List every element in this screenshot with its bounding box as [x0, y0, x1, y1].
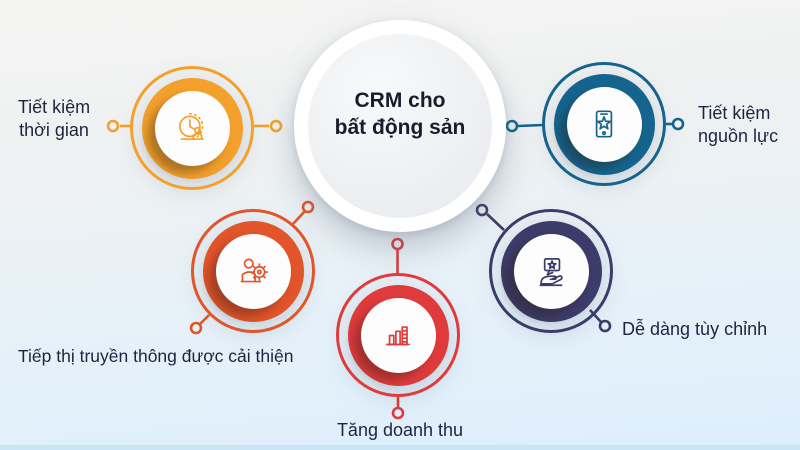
- clock-person-icon: [179, 112, 204, 140]
- label-save-resources: Tiết kiệm nguồn lực: [698, 102, 798, 148]
- connector-ring: [269, 119, 283, 133]
- node-save-time: [130, 66, 254, 190]
- node-ring: [202, 220, 304, 322]
- connector-ring: [475, 203, 489, 217]
- smartphone-star-icon: [595, 110, 613, 138]
- connector-ring: [598, 319, 612, 333]
- connector-ring: [106, 119, 120, 133]
- connector-line: [517, 123, 544, 128]
- label-line: Tiết kiệm: [698, 103, 771, 123]
- node-disc: [360, 297, 436, 373]
- label-line: Tiếp thị truyền thông được cải thiện: [18, 346, 294, 366]
- connector-line: [486, 213, 505, 231]
- node-increase-revenue: [336, 273, 460, 397]
- label-increase-revenue: Tăng doanh thu: [310, 419, 490, 442]
- label-save-time: Tiết kiệm thời gian: [2, 96, 106, 142]
- title-line: bất động sản: [334, 116, 466, 139]
- bar-chart-icon: [386, 326, 410, 346]
- connector-ring: [505, 119, 519, 133]
- bottom-accent-strip: [0, 445, 800, 450]
- node-improved-marketing: [191, 209, 315, 333]
- node-disc: [513, 233, 589, 309]
- node-easy-customize: [489, 209, 613, 333]
- label-line: thời gian: [19, 120, 89, 140]
- label-easy-customize: Dễ dàng tùy chỉnh: [622, 318, 797, 341]
- node-ring: [347, 284, 449, 386]
- label-line: Dễ dàng tùy chỉnh: [622, 319, 768, 339]
- connector-ring: [301, 200, 315, 214]
- node-save-resources: [542, 62, 666, 186]
- connector-line: [292, 210, 306, 225]
- node-ring: [500, 220, 602, 322]
- title-line: CRM cho: [354, 89, 446, 112]
- node-disc: [154, 90, 230, 166]
- connector-ring: [671, 117, 685, 131]
- connector-ring: [391, 406, 405, 420]
- center-node-inner: CRM cho bất động sản: [308, 34, 492, 218]
- connector-line: [199, 314, 210, 325]
- node-ring: [553, 73, 655, 175]
- connector-ring: [189, 321, 203, 335]
- node-ring: [141, 77, 243, 179]
- label-line: Tăng doanh thu: [336, 420, 464, 440]
- center-node: CRM cho bất động sản: [294, 20, 506, 232]
- label-line: Tiết kiệm: [17, 97, 91, 117]
- connector-ring: [391, 237, 404, 251]
- hand-star-icon: [539, 258, 563, 287]
- node-disc: [215, 233, 291, 309]
- diagram-title: CRM cho bất động sản: [335, 87, 466, 141]
- person-gear-icon: [240, 258, 269, 283]
- label-line: nguồn lực: [698, 126, 779, 146]
- node-disc: [566, 86, 642, 162]
- label-improved-marketing: Tiếp thị truyền thông được cải thiện: [18, 345, 318, 368]
